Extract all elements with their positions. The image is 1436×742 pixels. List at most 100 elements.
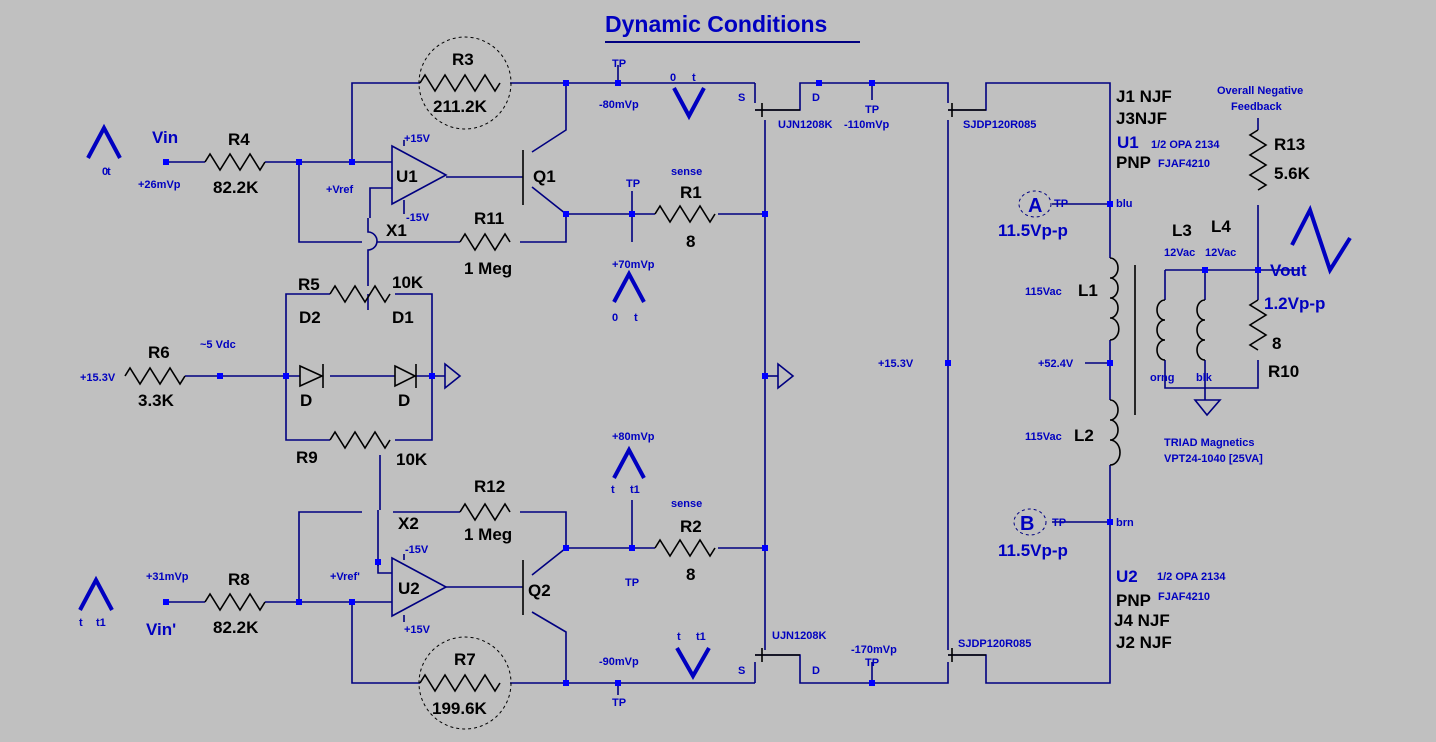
u2-minus15: -15V xyxy=(405,544,429,556)
fja-top: FJAF4210 xyxy=(1158,158,1210,170)
vac115-b: 115Vac xyxy=(1025,431,1062,443)
t-zero-2: 0 xyxy=(670,72,676,84)
r8-value: 82.2K xyxy=(213,618,259,637)
d2-ref: D2 xyxy=(299,308,321,327)
t-t1-4: t1 xyxy=(630,484,640,496)
vref-label: +Vref xyxy=(326,184,354,196)
sense-2: sense xyxy=(671,498,702,510)
j3-label: J3NJF xyxy=(1116,109,1167,128)
d-top: D xyxy=(812,92,820,104)
t-t-3: t xyxy=(634,312,638,324)
r11-ref: R11 xyxy=(474,209,504,228)
d2-model: D xyxy=(300,391,312,410)
vout-label: Vout xyxy=(1270,261,1307,280)
page-title: Dynamic Conditions xyxy=(605,11,827,37)
r2-value: 8 xyxy=(686,565,695,584)
onf-line2: Feedback xyxy=(1231,101,1283,113)
diodes xyxy=(299,364,417,388)
t-t-5: t xyxy=(79,617,83,629)
ujn-bottom: UJN1208K xyxy=(772,630,826,642)
l1-ref: L1 xyxy=(1078,281,1098,300)
point-a: A xyxy=(1028,195,1042,217)
pnp-top: PNP xyxy=(1116,153,1151,172)
vin-label: Vin xyxy=(152,128,178,147)
t-t1-5: t1 xyxy=(96,617,106,629)
vpp-a: 11.5Vp-p xyxy=(998,221,1068,240)
junction-dots xyxy=(163,80,1261,686)
q1-ref: Q1 xyxy=(533,167,556,186)
r10-value: 8 xyxy=(1272,334,1281,353)
x2-ref: X2 xyxy=(398,514,419,533)
t-t-6: t xyxy=(677,631,681,643)
l3-ref: L3 xyxy=(1172,221,1192,240)
tp-mid-bottom: TP xyxy=(865,657,879,669)
t-t-1: t xyxy=(107,166,111,178)
opamps xyxy=(391,144,448,618)
sense-1: sense xyxy=(671,166,702,178)
r1-value: 8 xyxy=(686,232,695,251)
t-t-4: t xyxy=(611,484,615,496)
v80n: -80mVp xyxy=(599,99,639,111)
d1-model: D xyxy=(398,391,410,410)
j1-label: J1 NJF xyxy=(1116,87,1172,106)
r3-value: 211.2K xyxy=(433,97,488,116)
r9-ref: R9 xyxy=(296,448,318,467)
u1-plus15: +15V xyxy=(404,133,431,145)
r13-value: 5.6K xyxy=(1274,164,1311,183)
v110n: -110mVp xyxy=(844,119,890,131)
t-t1-6: t1 xyxy=(696,631,706,643)
r5-ref: R5 xyxy=(298,275,320,294)
s-top: S xyxy=(738,92,745,104)
vac12-a: 12Vac xyxy=(1164,247,1195,259)
vac115-a: 115Vac xyxy=(1025,286,1062,298)
tp-bottom: TP xyxy=(612,697,626,709)
s-bottom: S xyxy=(738,665,745,677)
t-zero-3: 0 xyxy=(612,312,618,324)
l4-ref: L4 xyxy=(1211,217,1231,236)
orng-label: orng xyxy=(1150,372,1174,384)
tp-b: TP xyxy=(1052,517,1066,529)
l2-ref: L2 xyxy=(1074,426,1094,445)
vpp-out: 1.2Vp-p xyxy=(1264,294,1325,313)
r12-value: 1 Meg xyxy=(464,525,512,544)
sjdp-top: SJDP120R085 xyxy=(963,119,1036,131)
r10-ref: R10 xyxy=(1268,362,1299,381)
r7-value: 199.6K xyxy=(432,699,488,718)
u2-label: U2 xyxy=(1116,567,1138,586)
t-zero-1: 0 xyxy=(102,166,108,178)
v153-mid: +15.3V xyxy=(878,358,914,370)
u1-ref: U1 xyxy=(396,167,418,186)
q2-ref: Q2 xyxy=(528,581,551,600)
v31: +31mVp xyxy=(146,571,189,583)
vpp-b: 11.5Vp-p xyxy=(998,541,1068,560)
v70: +70mVp xyxy=(612,259,655,271)
r7-ref: R7 xyxy=(454,650,476,669)
r8-ref: R8 xyxy=(228,570,250,589)
opa-bottom: 1/2 OPA 2134 xyxy=(1157,571,1226,583)
r9-value: 10K xyxy=(396,450,428,469)
fja-bottom: FJAF4210 xyxy=(1158,591,1210,603)
r5-value: 10K xyxy=(392,273,424,292)
triad-line1: TRIAD Magnetics xyxy=(1164,437,1254,449)
ujn-top: UJN1208K xyxy=(778,119,832,131)
tp-r1: TP xyxy=(626,178,640,190)
tp-mid-top: TP xyxy=(865,104,879,116)
v80: +80mVp xyxy=(612,431,655,443)
j4-label: J4 NJF xyxy=(1114,611,1170,630)
blu-label: blu xyxy=(1116,198,1133,210)
tp-r2: TP xyxy=(625,577,639,589)
r11-value: 1 Meg xyxy=(464,259,512,278)
r13-ref: R13 xyxy=(1274,135,1305,154)
r2-ref: R2 xyxy=(680,517,702,536)
sjdp-bottom: SJDP120R085 xyxy=(958,638,1031,650)
j2-label: J2 NJF xyxy=(1116,633,1172,652)
v26: +26mVp xyxy=(138,179,181,191)
d1-ref: D1 xyxy=(392,308,414,327)
vref2-label: +Vref' xyxy=(330,571,360,583)
triad-line2: VPT24-1040 [25VA] xyxy=(1164,453,1263,465)
tp-a: TP xyxy=(1054,198,1068,210)
r12-ref: R12 xyxy=(474,477,505,496)
r6-ref: R6 xyxy=(148,343,170,362)
tp-top: TP xyxy=(612,58,626,70)
